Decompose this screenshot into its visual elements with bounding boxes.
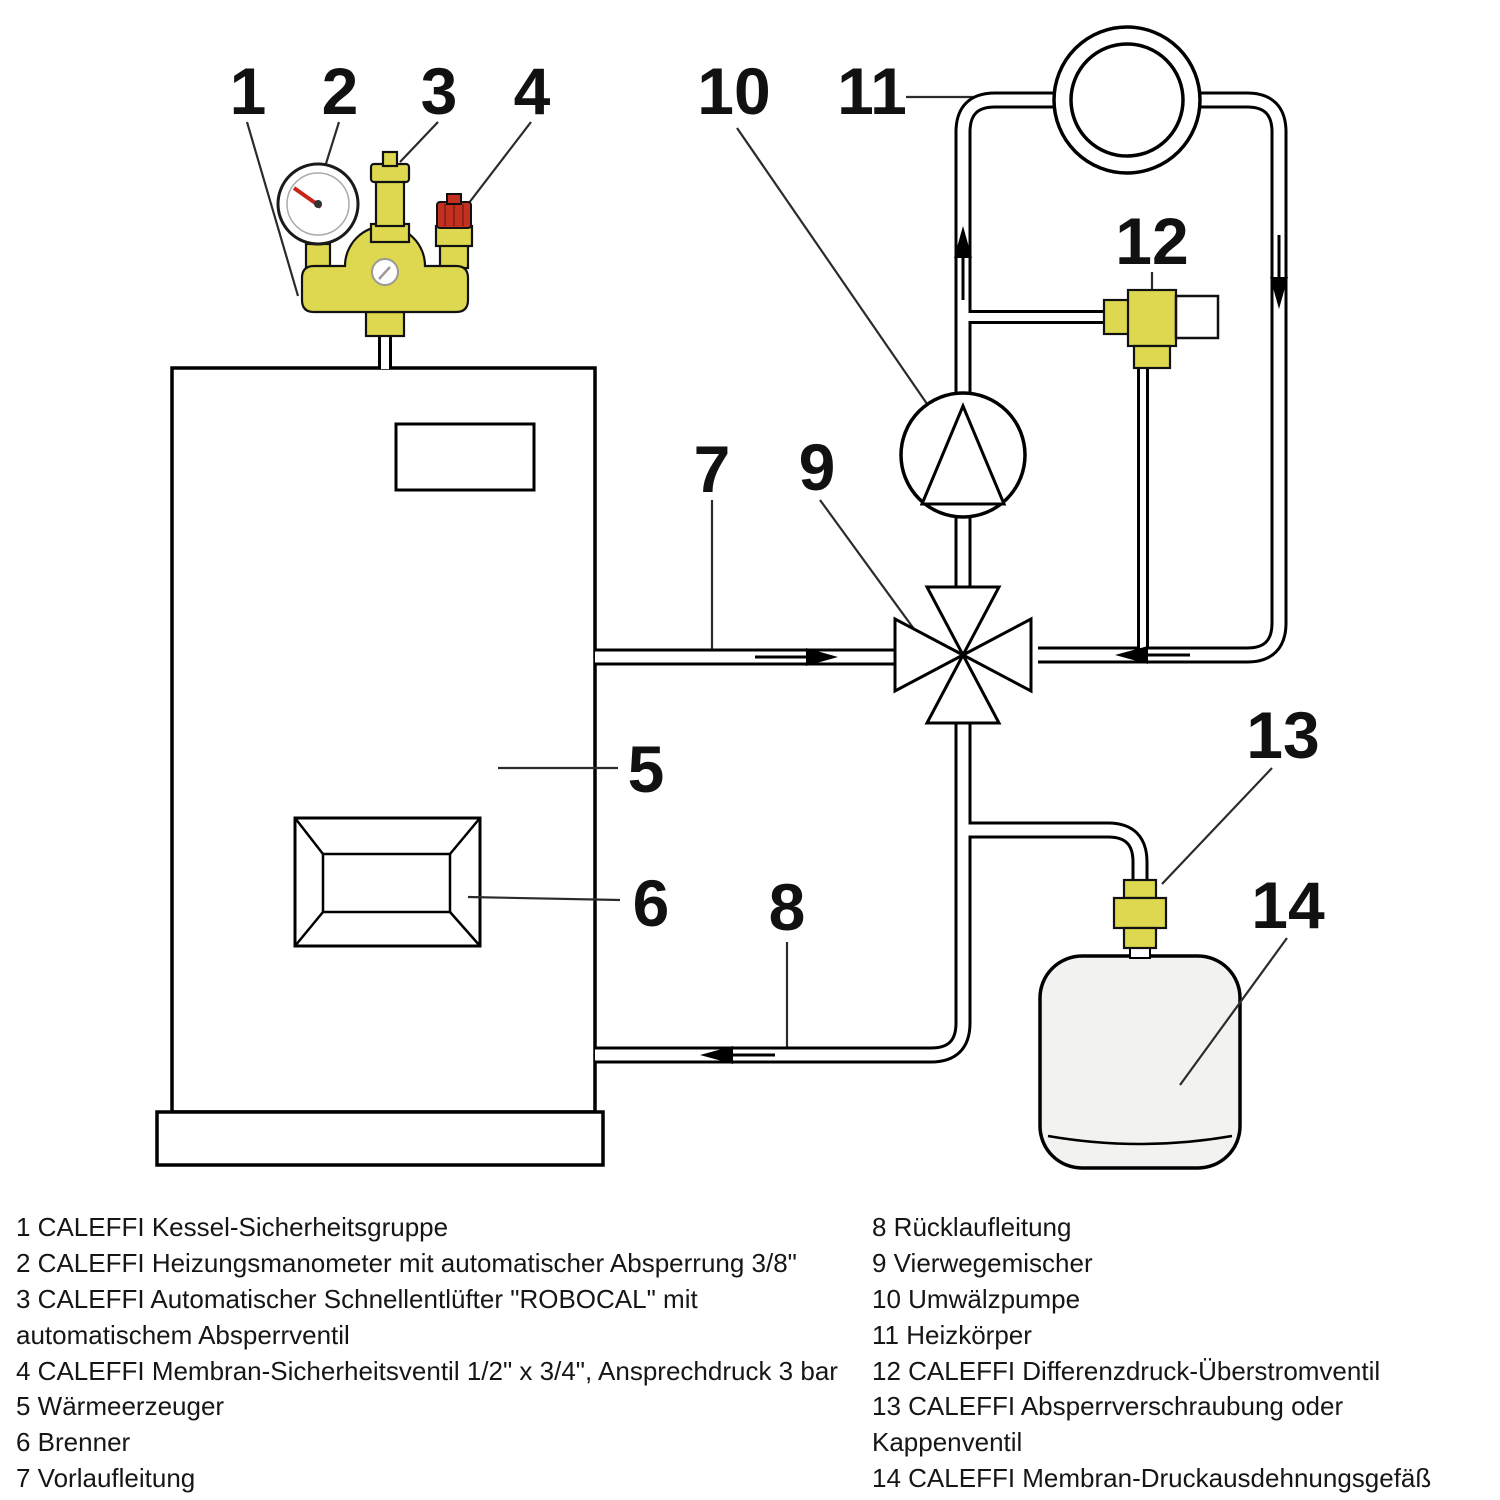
callout-9: 9 <box>799 430 836 504</box>
legend-item-9: 9 Vierwegemischer <box>872 1247 1093 1278</box>
return-flow-arrow <box>700 1046 733 1064</box>
boiler-control-panel <box>394 422 536 492</box>
boiler <box>155 366 605 1167</box>
leader-14 <box>1179 937 1288 1086</box>
legend-item-10: 10 Umwälzpumpe <box>872 1283 1081 1314</box>
leader-3 <box>399 121 439 163</box>
callout-2: 2 <box>322 54 359 128</box>
burner-perspective-lines <box>294 817 481 947</box>
legend-item-4: 4 CALEFFI Membran-Sicherheitsventil 1/2"… <box>16 1355 838 1386</box>
manifold-outlet <box>364 310 406 338</box>
mixer-bottom-port <box>924 651 1002 725</box>
legend-item-1: 1 CALEFFI Kessel-Sicherheitsgruppe <box>16 1212 449 1242</box>
shutoff-valve-13 <box>1112 878 1168 950</box>
riser-pipe <box>954 91 1070 400</box>
overflow-valve-12 <box>1102 288 1220 370</box>
heating-schematic: 1 2 3 4 10 11 12 7 9 5 6 8 13 14 <box>155 25 1325 1170</box>
air-vent-nipple <box>381 150 399 168</box>
legend-item-3: 3 CALEFFI Automatischer Schnellentlüfter… <box>16 1283 698 1350</box>
leader-13 <box>1161 767 1273 885</box>
flow-arrows <box>700 226 1288 1064</box>
vessel-body <box>1038 954 1242 1170</box>
legend-item-2: 2 CALEFFI Heizungsmanometer mit automati… <box>16 1247 797 1278</box>
boiler-body <box>170 366 597 1114</box>
valve13-top-nut <box>1122 878 1158 900</box>
radiator-inner-ring <box>1069 42 1185 158</box>
legend-item-12: 12 CALEFFI Differenzdruck-Überstromventi… <box>872 1355 1381 1386</box>
callout-4: 4 <box>514 54 551 128</box>
riser-flow-arrow <box>954 226 972 258</box>
mixer-right-port <box>959 616 1033 694</box>
boiler-safety-group <box>276 150 474 338</box>
gauge-needle-hub <box>314 200 322 208</box>
valve12-bottom-nut <box>1132 344 1172 370</box>
legend-item-11: 11 Heizkörper <box>872 1319 1032 1350</box>
callout-7: 7 <box>694 432 731 506</box>
leader-4 <box>461 121 532 213</box>
callout-10: 10 <box>697 54 770 128</box>
radiator <box>1052 25 1202 175</box>
valve12-body <box>1126 288 1178 348</box>
air-vent-body <box>374 178 406 228</box>
pump-impeller-triangle <box>919 402 1007 506</box>
callout-6: 6 <box>633 866 670 940</box>
callout-numbers: 1 2 3 4 10 11 12 7 9 5 6 8 13 14 <box>230 54 1325 944</box>
boiler-base <box>155 1110 605 1167</box>
valve13-bottom-nut <box>1122 926 1158 950</box>
safety-valve-knurling <box>444 204 464 226</box>
expansion-vessel <box>1038 943 1242 1170</box>
legend-item-13: 13 CALEFFI Absperrverschraubung oder Kap… <box>872 1391 1344 1458</box>
leader-lines <box>245 95 1288 1086</box>
safety-valve-stem <box>438 242 470 270</box>
legend-right-column: 8 Rücklaufleitung 9 Vierwegemischer 10 U… <box>872 1210 1492 1497</box>
four-way-mixer <box>893 585 1033 725</box>
valve13-hex-body <box>1112 896 1168 930</box>
legend-item-14: 14 CALEFFI Membran-Druckausdehnungsgefäß <box>872 1463 1432 1494</box>
leader-1 <box>245 121 300 297</box>
callout-5: 5 <box>628 732 665 806</box>
leader-9 <box>819 499 923 641</box>
burner <box>293 816 482 948</box>
mixer-left-port <box>893 616 967 694</box>
callout-13: 13 <box>1246 698 1319 772</box>
supply-flow-arrow <box>806 648 838 666</box>
callout-3: 3 <box>421 54 458 128</box>
downcomer-flow-arrow <box>1270 277 1288 309</box>
legend-item-8: 8 Rücklaufleitung <box>872 1212 1072 1242</box>
valve12-inlet-nut <box>1102 298 1132 336</box>
gauge-stem <box>304 242 332 270</box>
legend-item-7: 7 Vorlaufleitung <box>16 1463 196 1494</box>
vessel-branch-pipe <box>958 821 1149 898</box>
mixer-top-port <box>924 585 1002 659</box>
vessel-bottom-seam <box>1047 1134 1233 1146</box>
burner-inner <box>321 852 452 914</box>
pressure-gauge <box>276 162 360 246</box>
callout-1: 1 <box>230 54 267 128</box>
circulation-pump <box>899 391 1027 519</box>
legend-item-5: 5 Wärmeerzeuger <box>16 1391 225 1422</box>
gauge-dial-ring <box>286 172 350 236</box>
callout-12: 12 <box>1115 204 1188 278</box>
mixer-inlet-arrow <box>1115 646 1148 664</box>
leader-10 <box>736 127 946 431</box>
callout-8: 8 <box>769 870 806 944</box>
legend-item-6: 6 Brenner <box>16 1427 131 1458</box>
leader-2 <box>322 121 341 171</box>
callout-11: 11 <box>837 54 907 128</box>
leader-6 <box>467 895 621 902</box>
legend-left-column: 1 CALEFFI Kessel-Sicherheitsgruppe 2 CAL… <box>16 1210 876 1497</box>
callout-14: 14 <box>1251 868 1325 942</box>
caleffi-logo-arrow <box>378 266 391 280</box>
downcomer-pipe <box>1038 91 1288 664</box>
safety-valve-cap-top <box>446 193 462 205</box>
valve12-adjustment-cap <box>1174 294 1220 340</box>
valve12-brass <box>1102 288 1178 370</box>
